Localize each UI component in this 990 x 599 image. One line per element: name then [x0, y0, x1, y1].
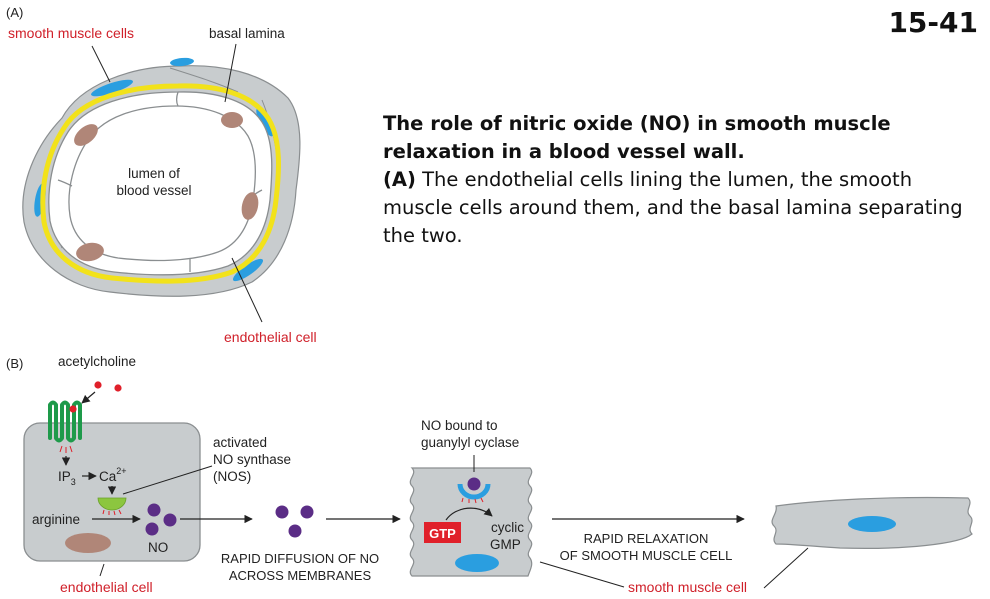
- diffusing-no-molecule: [288, 524, 302, 538]
- bound-acetylcholine: [69, 405, 77, 413]
- label-nos: (NOS): [213, 469, 251, 484]
- label-guanylyl-cyclase: guanylyl cyclase: [421, 435, 519, 450]
- label-relaxation-line2: OF SMOOTH MUSCLE CELL: [560, 548, 733, 563]
- label-ca: Ca2+: [99, 466, 127, 484]
- label-diffusion-line1: RAPID DIFFUSION OF NO: [221, 551, 379, 566]
- label-basal-lamina: basal lamina: [209, 26, 285, 41]
- leader-endothelial-cell-b: [99, 563, 105, 577]
- endothelial-nucleus: [241, 192, 259, 220]
- cell-junction: [175, 91, 179, 107]
- label-arginine: arginine: [32, 512, 80, 527]
- smooth-muscle-nucleus: [256, 107, 274, 137]
- figure-number: 15-41: [888, 6, 978, 39]
- endothelial-nucleus: [221, 112, 243, 128]
- nos-activation-ticks: [102, 509, 122, 516]
- no-molecule: [147, 503, 161, 517]
- basal-lamina-ring: [40, 83, 282, 284]
- label-gmp: GMP: [490, 537, 521, 552]
- binding-arrow: [81, 391, 96, 404]
- endothelial-nucleus: [74, 124, 98, 146]
- cyclase-activation-ticks: [461, 497, 484, 504]
- label-activated: activated: [213, 435, 267, 450]
- label-ip3: IP3: [58, 469, 76, 487]
- leader-endothelial-cell: [231, 257, 263, 323]
- diffusing-no-molecule: [275, 505, 289, 519]
- leader-basal-lamina: [224, 43, 237, 103]
- endothelial-nucleus-b: [65, 533, 111, 553]
- panel-a-label: (A): [6, 5, 23, 20]
- label-no-bound: NO bound to: [421, 418, 498, 433]
- acetylcholine-molecule: [114, 384, 122, 392]
- nos-enzyme-icon: [97, 497, 127, 511]
- label-relaxation-line1: RAPID RELAXATION: [584, 531, 709, 546]
- leader-nos: [122, 465, 213, 495]
- guanylyl-cyclase-icon: [457, 483, 491, 500]
- lumen: [68, 105, 257, 262]
- cell-seam: [169, 67, 239, 93]
- panel-b-label: (B): [6, 356, 23, 371]
- gtp-badge: [424, 522, 461, 543]
- label-cyclic: cyclic: [491, 520, 524, 535]
- contracted-smooth-muscle-cell: [409, 467, 533, 577]
- diffusing-no-molecule: [300, 505, 314, 519]
- receptor-loops: [48, 400, 82, 443]
- leader-smooth-muscle: [91, 45, 111, 83]
- label-gtp: GTP: [429, 526, 456, 541]
- caption-panel-a-marker: (A): [383, 168, 416, 191]
- acetylcholine-molecule: [94, 381, 102, 389]
- smooth-muscle-nucleus: [91, 79, 133, 97]
- relaxed-cell-nucleus: [848, 516, 896, 532]
- vessel-cross-section: [22, 57, 301, 297]
- label-smooth-muscle-cell-b: smooth muscle cell: [628, 579, 747, 595]
- label-acetylcholine: acetylcholine: [58, 354, 136, 369]
- no-molecule: [163, 513, 177, 527]
- caption-panel-a-text: The endothelial cells lining the lumen, …: [383, 168, 963, 247]
- gtp-conversion-arrow: [445, 507, 493, 521]
- caption-title: The role of nitric oxide (NO) in smooth …: [383, 112, 891, 163]
- leader-contracted-cell: [539, 561, 625, 588]
- label-no-synthase: NO synthase: [213, 452, 291, 467]
- label-diffusion-line2: ACROSS MEMBRANES: [229, 568, 372, 583]
- figure-caption: The role of nitric oxide (NO) in smooth …: [383, 110, 963, 250]
- label-no: NO: [148, 540, 168, 555]
- label-lumen-line2: blood vessel: [116, 183, 191, 198]
- leader-relaxed-cell: [763, 547, 809, 589]
- endothelial-nucleus: [76, 242, 104, 262]
- receptor-icon: [48, 403, 82, 440]
- smooth-muscle-nucleus-b: [455, 554, 499, 572]
- activation-ticks: [59, 445, 73, 453]
- cell-junction: [57, 179, 73, 187]
- bound-no-molecule: [467, 477, 481, 491]
- smooth-muscle-nucleus: [170, 57, 194, 67]
- label-smooth-muscle-cells: smooth muscle cells: [8, 25, 134, 41]
- label-endothelial-cell-b: endothelial cell: [60, 579, 153, 595]
- label-endothelial-cell-a: endothelial cell: [224, 329, 317, 345]
- no-molecule: [145, 522, 159, 536]
- label-lumen-line1: lumen of: [128, 166, 180, 181]
